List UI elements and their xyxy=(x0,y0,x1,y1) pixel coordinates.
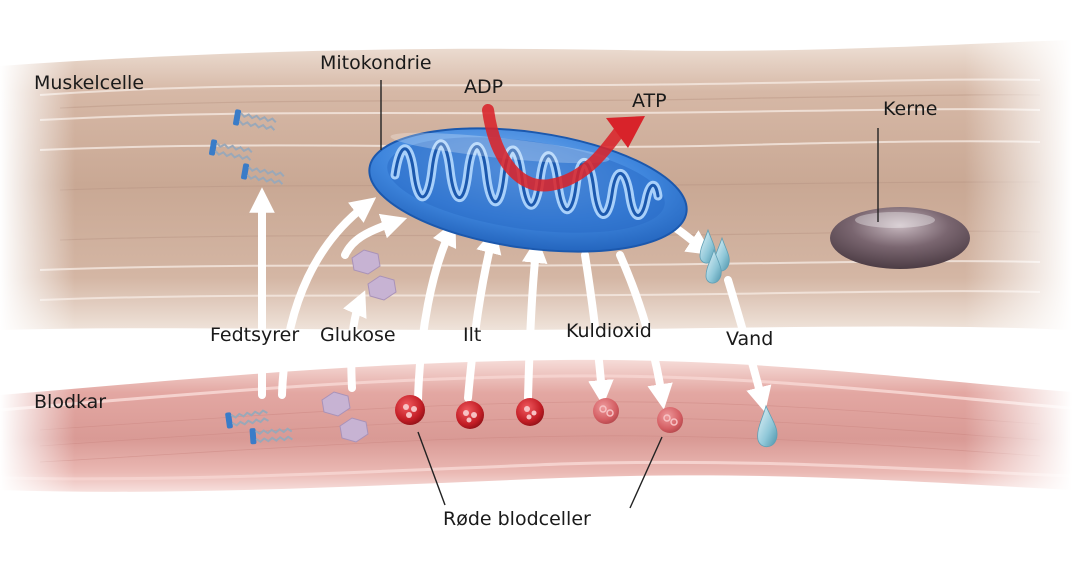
arrow-oxygen-3 xyxy=(521,237,548,402)
label-glucose: Glukose xyxy=(320,324,396,346)
red-blood-cell xyxy=(593,398,619,424)
transport-arrows xyxy=(249,187,772,413)
label-water: Vand xyxy=(726,328,774,350)
water-droplets xyxy=(699,228,778,448)
arrow-glucose-to-mito-1 xyxy=(341,213,408,259)
label-muscle-cell: Muskelcelle xyxy=(34,72,145,94)
nucleus xyxy=(830,207,970,269)
blood-vessel-band xyxy=(0,350,1072,500)
red-blood-cell xyxy=(657,407,683,433)
arrow-fatty-acids-to-mito xyxy=(278,197,377,399)
arrow-oxygen-1 xyxy=(414,220,457,404)
label-fatty-acids: Fedtsyrer xyxy=(210,324,300,346)
red-blood-cell xyxy=(395,395,425,425)
label-oxygen: Ilt xyxy=(463,324,482,346)
label-carbon-dioxide: Kuldioxid xyxy=(566,320,652,342)
arrow-co2-2 xyxy=(616,251,673,410)
label-atp: ATP xyxy=(632,90,667,112)
fatty-acid-molecules xyxy=(209,109,293,445)
label-red-blood-cells: Røde blodceller xyxy=(443,508,591,530)
red-blood-cells xyxy=(395,395,683,433)
adp-atp-arrow xyxy=(482,104,645,192)
arrow-co2-1 xyxy=(581,251,614,406)
label-mitochondrion: Mitokondrie xyxy=(320,52,432,74)
red-blood-cell xyxy=(456,401,484,429)
red-blood-cell xyxy=(516,398,544,426)
label-nucleus: Kerne xyxy=(883,98,938,120)
label-adp: ADP xyxy=(464,76,504,98)
arrow-water-2 xyxy=(724,276,772,413)
leader-rbc-left xyxy=(417,431,446,506)
arrow-glucose-up xyxy=(343,290,367,392)
arrow-oxygen-2 xyxy=(464,227,502,402)
leader-rbc-right xyxy=(629,436,663,509)
label-blood-vessel: Blodkar xyxy=(34,391,107,413)
glucose-molecules xyxy=(321,249,397,443)
leader-lines xyxy=(380,80,879,509)
